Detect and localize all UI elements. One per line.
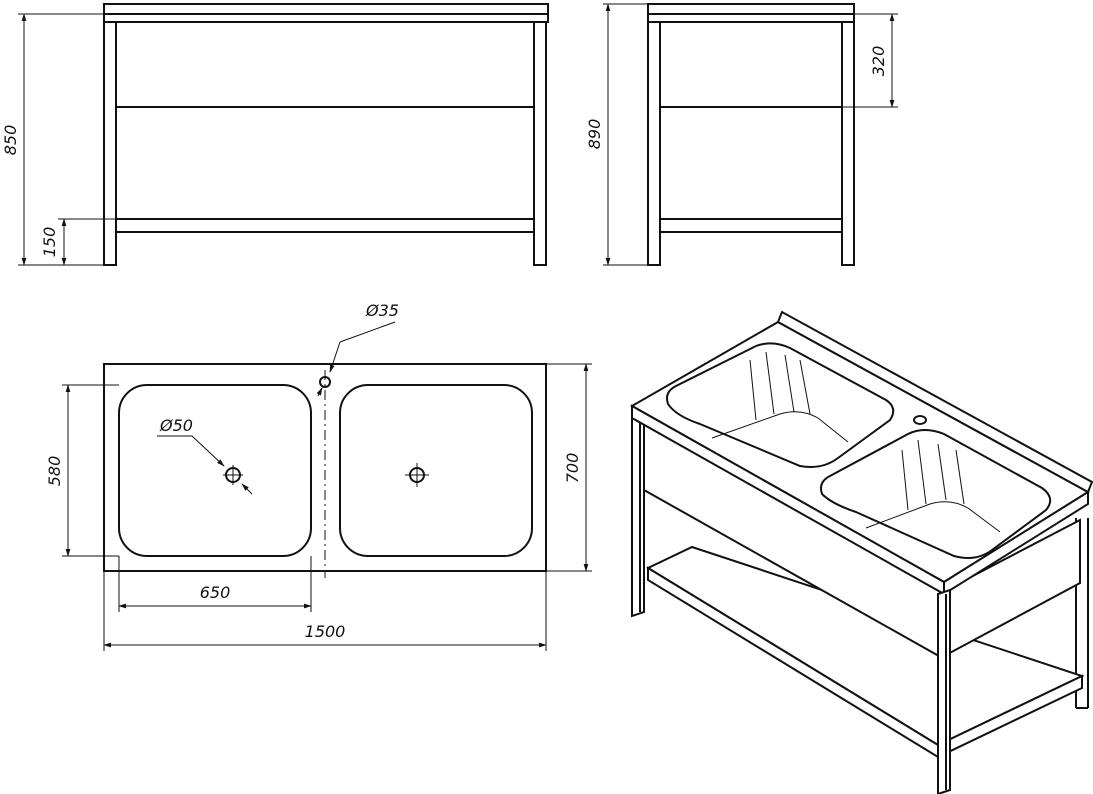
dim-tap-hole: Ø35	[365, 301, 399, 320]
side-bottom-shelf	[659, 218, 843, 233]
dim-1500: 1500	[305, 622, 346, 641]
dim-850: 850	[1, 125, 20, 156]
isometric-view	[629, 310, 1093, 794]
iso-left-bowl	[666, 342, 895, 468]
dim-320: 320	[869, 46, 888, 77]
dim-890: 890	[585, 119, 604, 150]
front-view: 850 150	[1, 3, 549, 266]
side-left-leg	[647, 21, 661, 266]
front-bottom-shelf	[115, 218, 535, 233]
side-view: 890 320	[585, 3, 898, 266]
dim-drain: Ø50	[159, 416, 193, 435]
left-bowl	[118, 384, 312, 557]
right-bowl	[339, 384, 533, 557]
side-right-leg	[841, 21, 855, 266]
dim-650: 650	[200, 583, 231, 602]
dim-700: 700	[563, 453, 582, 484]
iso-right-bowl	[820, 429, 1052, 559]
dim-580: 580	[45, 456, 64, 487]
top-view: Ø35 Ø50 580 700 650 1500	[45, 301, 592, 651]
iso-tap-hole	[913, 415, 927, 425]
iso-front-right-leg	[937, 588, 951, 794]
front-left-leg	[103, 21, 117, 266]
front-right-leg	[533, 21, 547, 266]
dim-150: 150	[40, 227, 59, 258]
iso-front-left-leg	[631, 404, 645, 618]
